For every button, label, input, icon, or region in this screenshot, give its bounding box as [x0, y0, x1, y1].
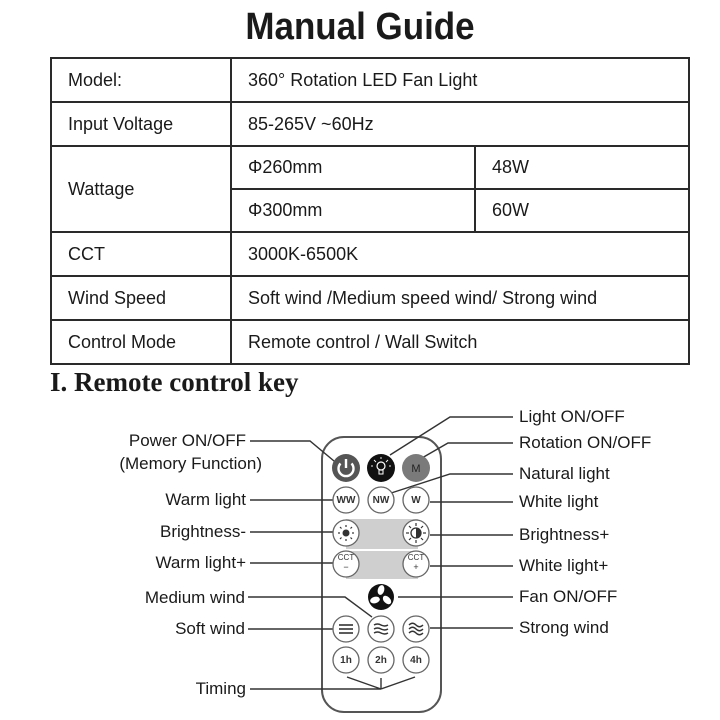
cct-value: 3000K-6500K	[230, 231, 690, 277]
spec-table: Model: 360° Rotation LED Fan Light Input…	[50, 57, 690, 365]
label-warm-light-plus: Warm light+	[155, 553, 246, 572]
control-label: Control Mode	[50, 319, 232, 365]
label-white-light-plus: White light+	[519, 556, 609, 575]
label-rotation-onoff: Rotation ON/OFF	[519, 433, 652, 452]
cct-label: CCT	[50, 231, 232, 277]
label-light-onoff: Light ON/OFF	[519, 407, 625, 426]
cct-plus-button[interactable]	[402, 550, 430, 578]
label-soft-wind: Soft wind	[175, 619, 245, 638]
soft-wind-button[interactable]	[332, 615, 360, 643]
label-timing: Timing	[195, 679, 246, 698]
mode-button[interactable]	[402, 454, 430, 482]
wind-label: Wind Speed	[50, 275, 232, 321]
mode-button-label: M	[411, 463, 421, 475]
wattage-size: Φ300mm	[230, 188, 476, 233]
model-value: 360° Rotation LED Fan Light	[230, 57, 690, 103]
label-power: Power ON/OFF	[128, 431, 246, 450]
timer-2h-label: 2h	[375, 655, 387, 666]
section-title: I. Remote control key	[50, 367, 299, 397]
label-brightness-plus: Brightness+	[519, 525, 610, 544]
cct-plus-label: CCT	[407, 553, 425, 562]
label-memory: (Memory Function)	[119, 454, 262, 473]
wattage-watts: 60W	[474, 188, 690, 233]
label-medium-wind: Medium wind	[144, 588, 245, 607]
w-button[interactable]	[402, 486, 430, 514]
w-button-label: W	[411, 495, 421, 506]
page-title: Manual Guide	[245, 6, 475, 48]
cct-minus-label: CCT	[337, 553, 355, 562]
table-row: Wind Speed Soft wind /Medium speed wind/…	[50, 275, 690, 321]
nw-button-label: NW	[372, 495, 390, 506]
label-warm-light: Warm light	[165, 490, 246, 509]
table-row: Control Mode Remote control / Wall Switc…	[50, 319, 690, 365]
label-brightness-minus: Brightness-	[160, 522, 246, 541]
model-label: Model:	[50, 57, 232, 103]
label-natural-light: Natural light	[519, 464, 610, 483]
ww-button-label: WW	[336, 495, 356, 506]
voltage-value: 85-265V ~60Hz	[230, 101, 690, 147]
brightness-plus-button[interactable]	[402, 519, 430, 547]
brightness-minus-button[interactable]	[332, 519, 360, 547]
minus-label: −	[343, 562, 349, 572]
wattage-label: Wattage	[50, 145, 232, 233]
wind-value: Soft wind /Medium speed wind/ Strong win…	[230, 275, 690, 321]
plus-label: +	[413, 562, 419, 572]
timer-4h-button[interactable]	[402, 646, 430, 674]
fan-button[interactable]	[368, 584, 394, 610]
wattage-watts: 48W	[474, 145, 690, 190]
power-button[interactable]	[332, 454, 360, 482]
timer-1h-button[interactable]	[332, 646, 360, 674]
timer-4h-label: 4h	[410, 655, 422, 666]
wattage-size: Φ260mm	[230, 145, 476, 190]
label-strong-wind: Strong wind	[519, 618, 609, 637]
label-fan-onoff: Fan ON/OFF	[519, 587, 618, 606]
label-white-light: White light	[519, 492, 599, 511]
timer-1h-label: 1h	[340, 655, 352, 666]
strong-wind-button[interactable]	[402, 615, 430, 643]
cct-minus-button[interactable]	[332, 550, 360, 578]
table-row: Φ300mm 60W	[51, 188, 690, 233]
table-row: Input Voltage 85-265V ~60Hz	[50, 101, 690, 147]
control-value: Remote control / Wall Switch	[230, 319, 690, 365]
table-row: CCT 3000K-6500K	[50, 231, 690, 277]
light-button[interactable]	[367, 454, 395, 482]
nw-button[interactable]	[367, 486, 395, 514]
timer-2h-button[interactable]	[367, 646, 395, 674]
table-row: Model: 360° Rotation LED Fan Light	[50, 57, 690, 103]
ww-button[interactable]	[332, 486, 360, 514]
voltage-label: Input Voltage	[50, 101, 232, 147]
medium-wind-button[interactable]	[367, 615, 395, 643]
table-row: Wattage Φ260mm 48W	[50, 145, 690, 233]
